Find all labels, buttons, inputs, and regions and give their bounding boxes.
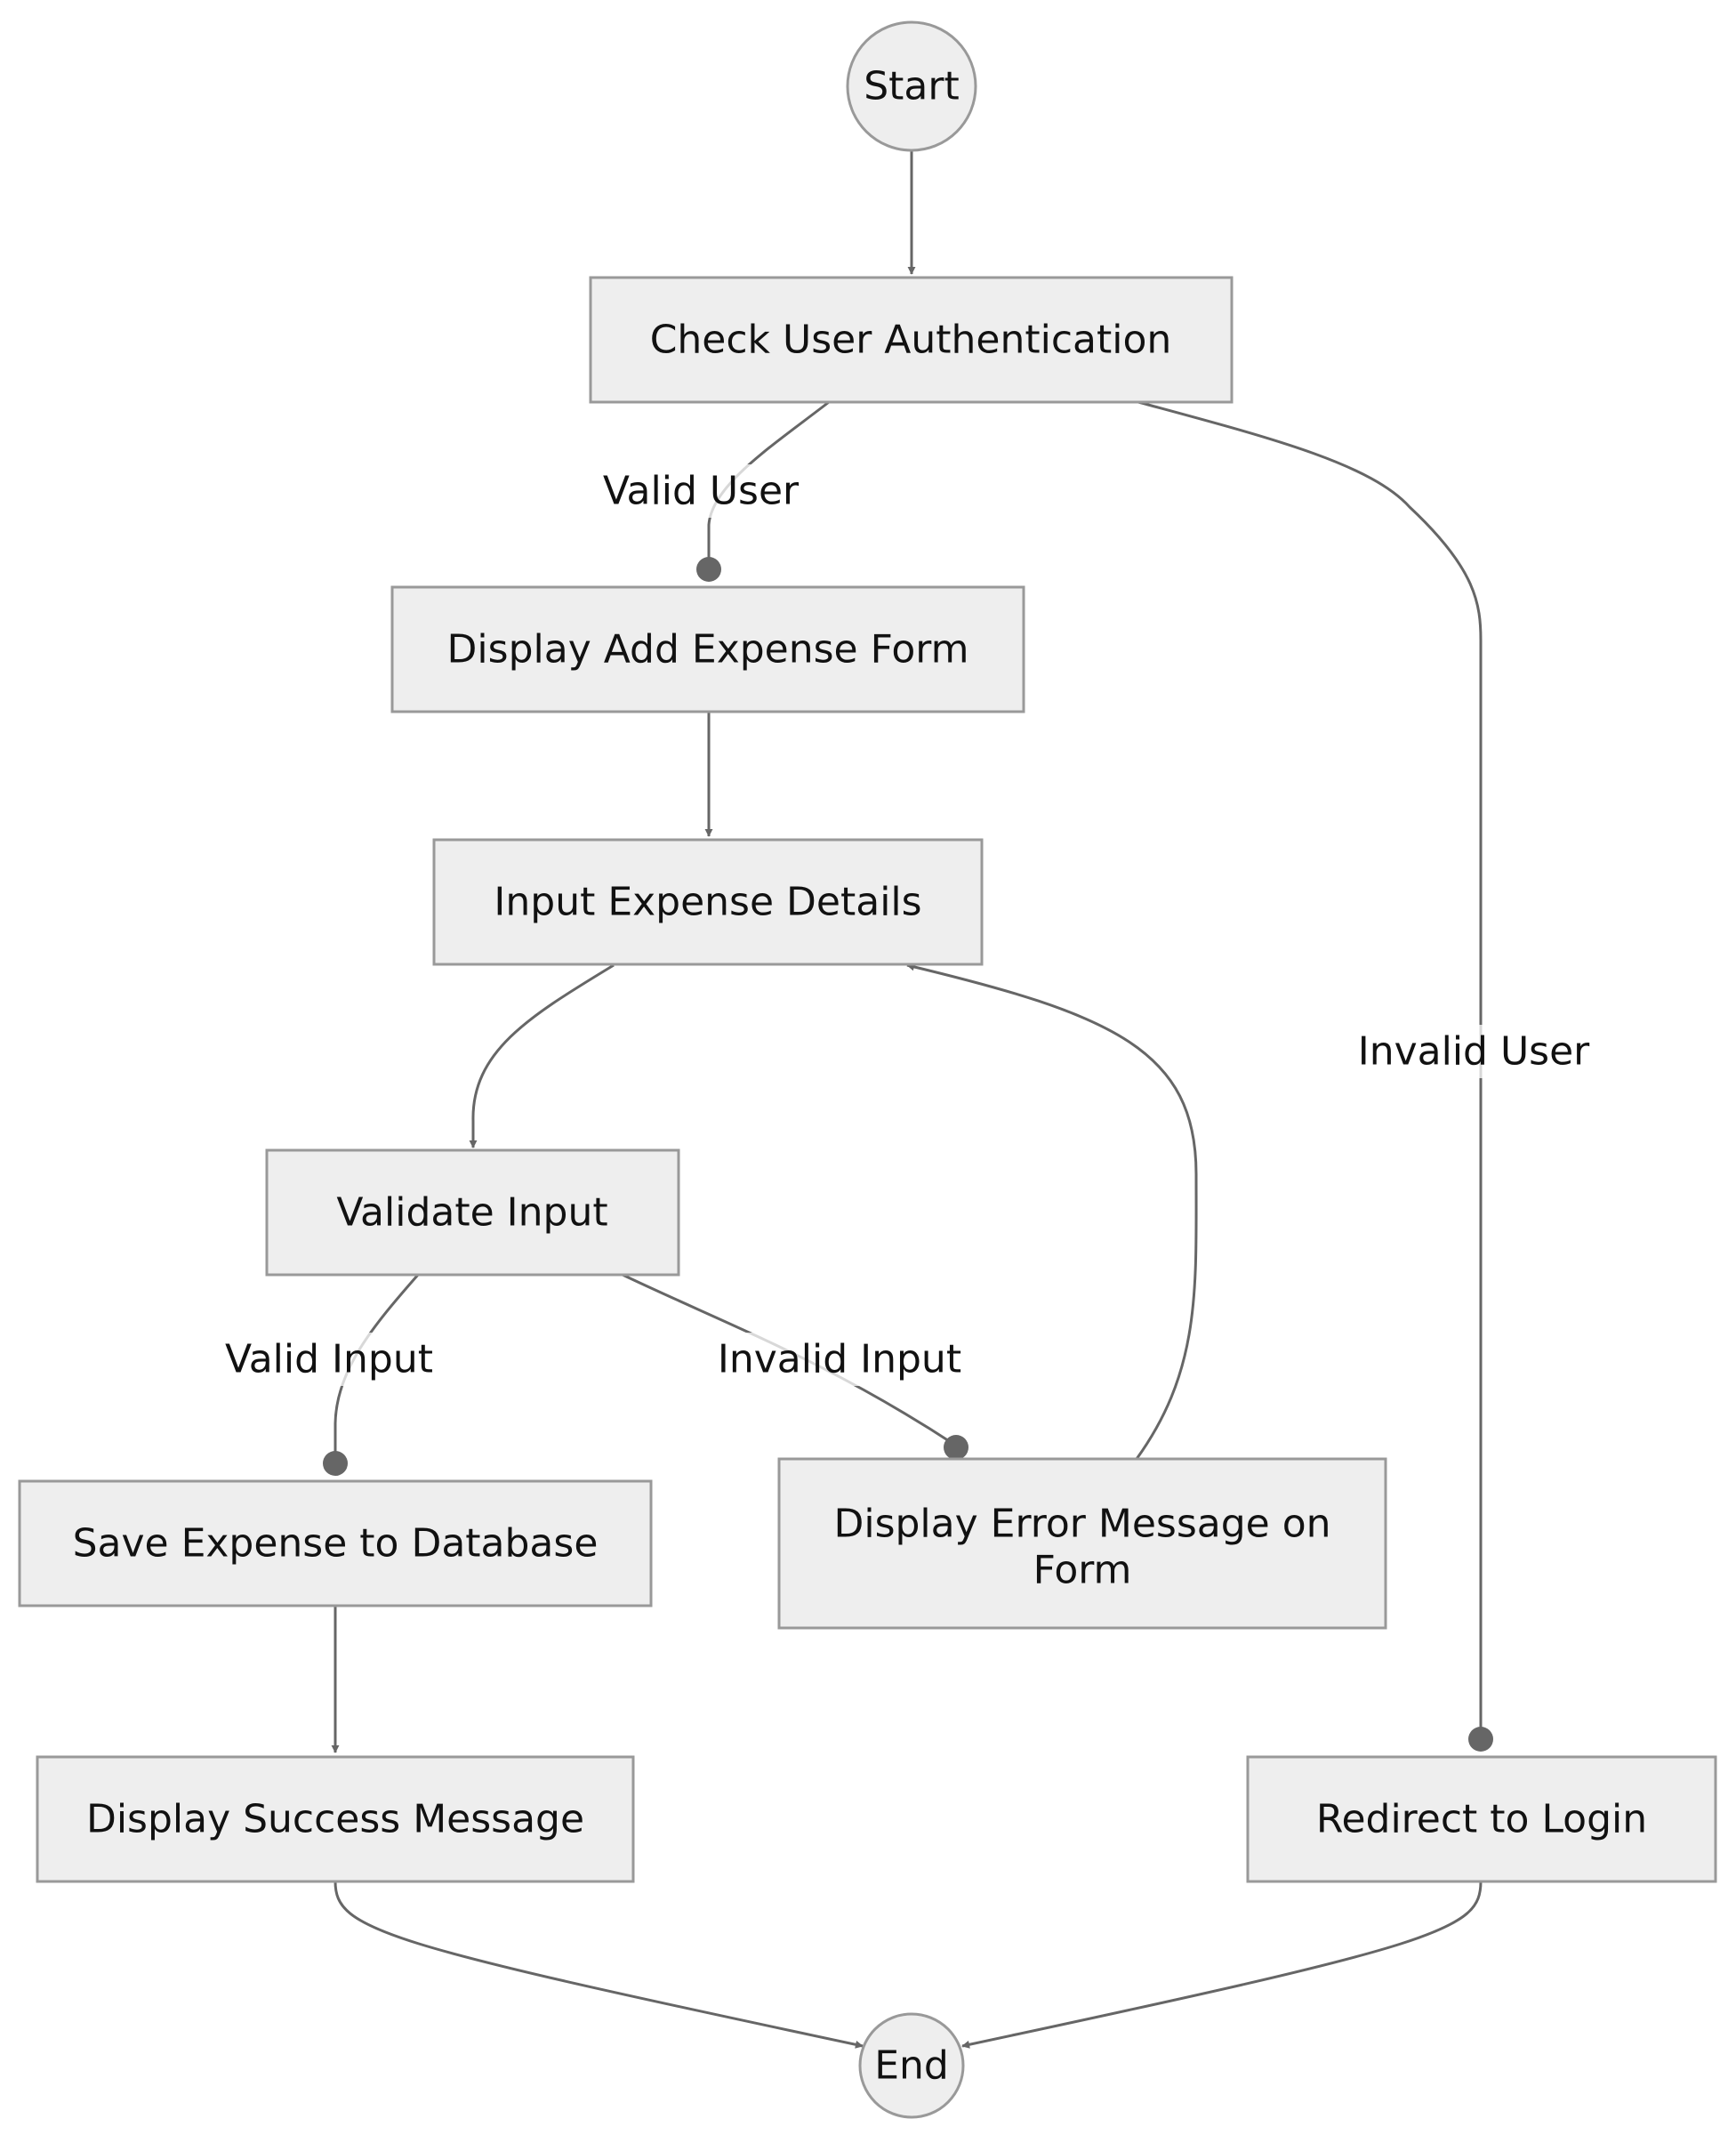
- edge-invalid-user: [1137, 400, 1483, 1739]
- node-validate: Validate Input: [265, 1148, 680, 1277]
- edge-redirect-to-end: [961, 1881, 1483, 2049]
- node-start: Start: [846, 20, 977, 152]
- node-save-label: Save Expense to Database: [73, 1521, 599, 1567]
- node-display-form-label: Display Add Expense Form: [447, 627, 969, 673]
- node-display-form: Display Add Expense Form: [390, 585, 1025, 713]
- edge-labels: Valid User Invalid User Valid Input Inva…: [225, 464, 1590, 1386]
- node-input-details-label: Input Expense Details: [494, 880, 921, 925]
- edge-invalid-input-end-dot: [944, 1435, 968, 1460]
- edge-error-to-input: [906, 963, 1198, 1460]
- edge-valid-input-end-dot: [323, 1451, 348, 1476]
- node-start-label: Start: [864, 64, 960, 109]
- node-error: Display Error Message on Form: [777, 1457, 1387, 1630]
- node-check-auth: Check User Authentication: [589, 276, 1234, 404]
- edge-label-invalid-user: Invalid User: [1358, 1029, 1590, 1075]
- node-success: Display Success Message: [36, 1755, 635, 1883]
- node-check-auth-label: Check User Authentication: [650, 318, 1172, 363]
- edge-success-to-end: [334, 1881, 864, 2049]
- edge-input-to-validate: [469, 963, 615, 1148]
- node-end: End: [858, 2012, 965, 2119]
- node-end-label: End: [874, 2043, 949, 2089]
- node-validate-label: Validate Input: [336, 1190, 607, 1236]
- edge-invalid-user-end-dot: [1468, 1727, 1493, 1752]
- edge-label-invalid-input: Invalid Input: [718, 1337, 961, 1382]
- node-input-details: Input Expense Details: [432, 838, 984, 966]
- edge-label-valid-input: Valid Input: [225, 1337, 433, 1382]
- edge-valid-user-end-dot: [696, 557, 721, 582]
- node-error-label-line2: Form: [1033, 1548, 1132, 1593]
- edge-label-valid-user: Valid User: [603, 469, 800, 514]
- edges: [323, 151, 1493, 2049]
- node-redirect-label: Redirect to Login: [1316, 1797, 1647, 1842]
- node-success-label: Display Success Message: [86, 1797, 584, 1842]
- node-error-label-line1: Display Error Message on: [833, 1502, 1330, 1547]
- node-redirect: Redirect to Login: [1246, 1755, 1717, 1883]
- node-save: Save Expense to Database: [18, 1479, 653, 1607]
